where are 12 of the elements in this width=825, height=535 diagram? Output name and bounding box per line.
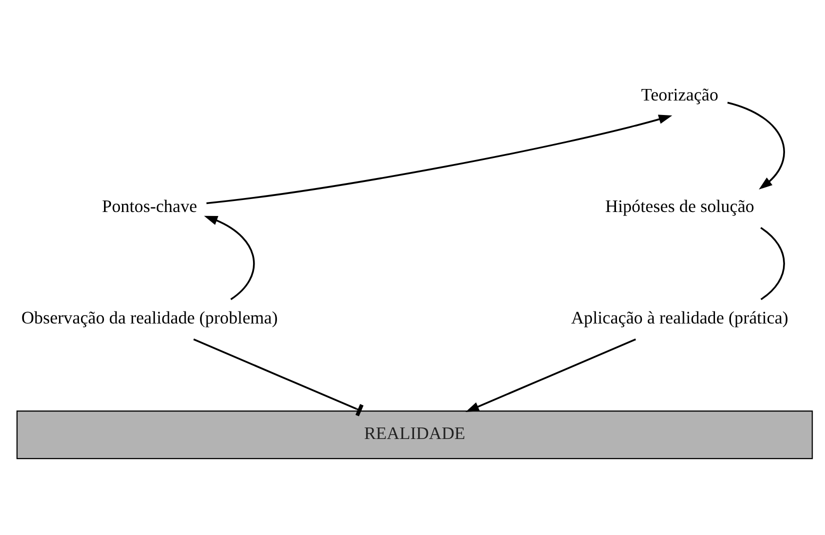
arrow xyxy=(465,338,636,412)
node-text: Observação da realidade (problema) xyxy=(20,308,278,328)
connector xyxy=(192,338,364,416)
node-text: Hipóteses de solução xyxy=(604,196,754,216)
node-text: Teorização xyxy=(640,84,718,104)
arrow xyxy=(206,114,672,204)
arrow xyxy=(204,216,254,300)
arrow xyxy=(726,102,784,190)
node-text: Pontos-chave xyxy=(102,196,197,216)
connector xyxy=(760,227,784,300)
node-box: REALIDADE xyxy=(16,410,812,460)
node-text: Aplicação à realidade (prática) xyxy=(570,308,788,328)
